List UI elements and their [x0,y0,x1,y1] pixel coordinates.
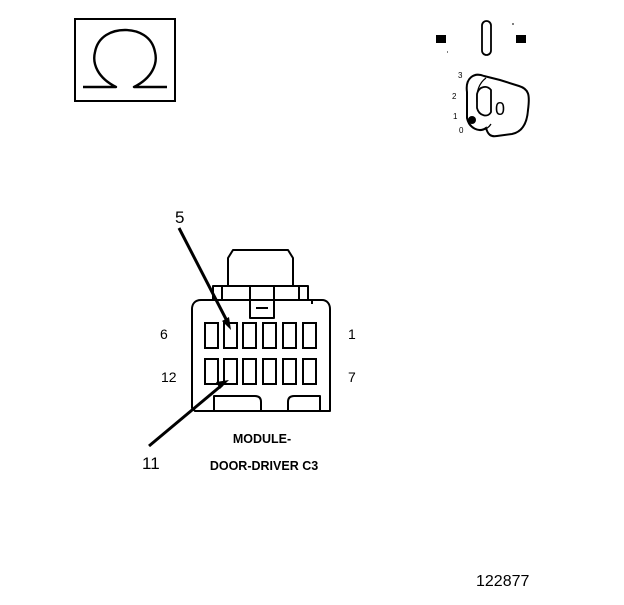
callout-leaders [148,227,231,448]
cavity-7 [302,358,317,385]
cavity-12 [204,358,219,385]
terminal-cavities [204,322,317,385]
switch-position-3: 3 [458,71,463,80]
key-label: 0 [495,99,505,119]
leader-line-11 [148,383,223,448]
cavity-4 [242,322,257,349]
pin-label-7: 7 [348,369,356,385]
callout-11: 11 [142,454,160,473]
connector-name-line1: MODULE- [233,432,291,446]
arrowhead-11 [216,380,229,389]
ohmmeter-icon [74,18,176,102]
leader-line-5 [177,227,229,322]
cavity-11 [223,358,238,385]
pin-label-1: 1 [348,326,356,342]
callout-5: 5 [175,208,184,227]
cavity-2 [282,322,297,349]
figure-number: 122877 [476,573,529,590]
arrowhead-5 [222,317,231,330]
cavity-9 [262,358,277,385]
cavity-5 [223,322,238,349]
connector-name-line2: DOOR-DRIVER C3 [210,459,318,473]
pin-label-6: 6 [160,326,168,342]
switch-position-0: 0 [459,126,464,135]
switch-position-2: 2 [452,92,457,101]
cavity-6 [204,322,219,349]
cavity-1 [302,322,317,349]
switch-position-1: 1 [453,112,458,121]
cavity-8 [282,358,297,385]
ignition-key-switch-icon: 3 2 1 0 0 [436,20,530,138]
pin-label-12: 12 [161,369,177,385]
cavity-10 [242,358,257,385]
cavity-3 [262,322,277,349]
